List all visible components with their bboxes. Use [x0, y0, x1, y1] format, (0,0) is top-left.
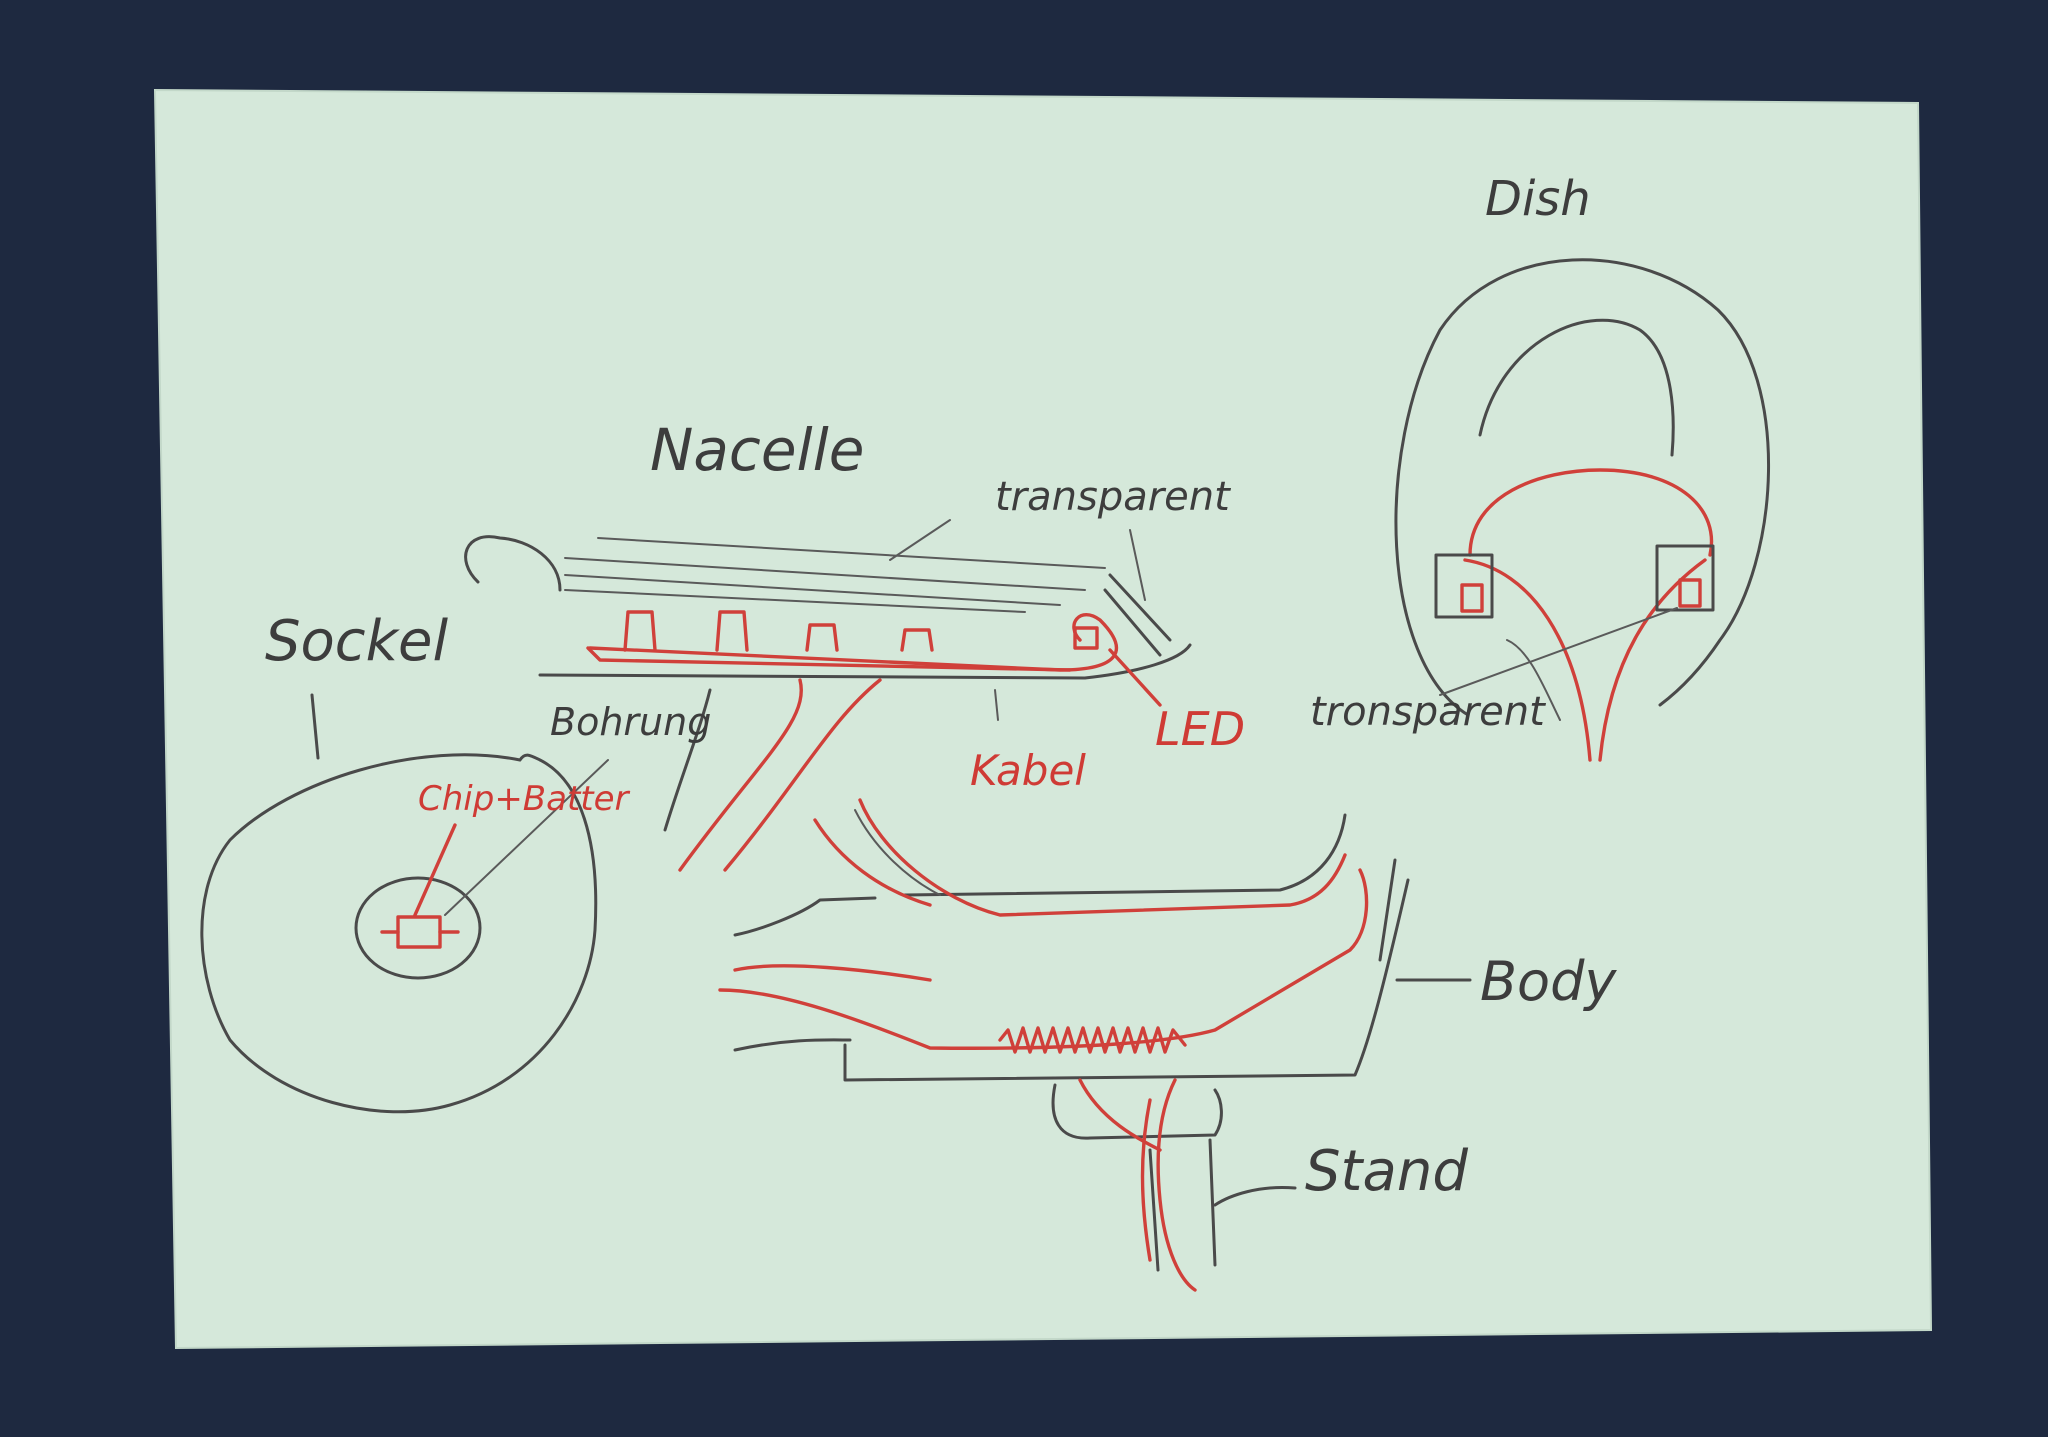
stand-drawing — [1051, 1078, 1297, 1292]
label-led: LED — [1155, 702, 1245, 756]
dish-drawing — [1394, 258, 1770, 762]
body-drawing — [718, 798, 1472, 1082]
sockel-drawing — [200, 693, 609, 1114]
label-sockel: Sockel — [265, 609, 448, 674]
label-transparent-nacelle: transparent — [995, 474, 1231, 520]
nacelle-drawing — [464, 519, 1192, 872]
paper-sheet — [153, 88, 1933, 1350]
label-dish: Dish — [1485, 171, 1591, 227]
label-kabel: Kabel — [970, 746, 1086, 795]
label-transparent-dish: tronsparent — [1310, 689, 1546, 735]
label-bohrung: Bohrung — [550, 700, 711, 744]
label-stand: Stand — [1305, 1139, 1468, 1204]
label-body: Body — [1480, 950, 1617, 1013]
label-nacelle: Nacelle — [650, 416, 864, 484]
label-chip-batter: Chip+Batter — [418, 779, 631, 819]
